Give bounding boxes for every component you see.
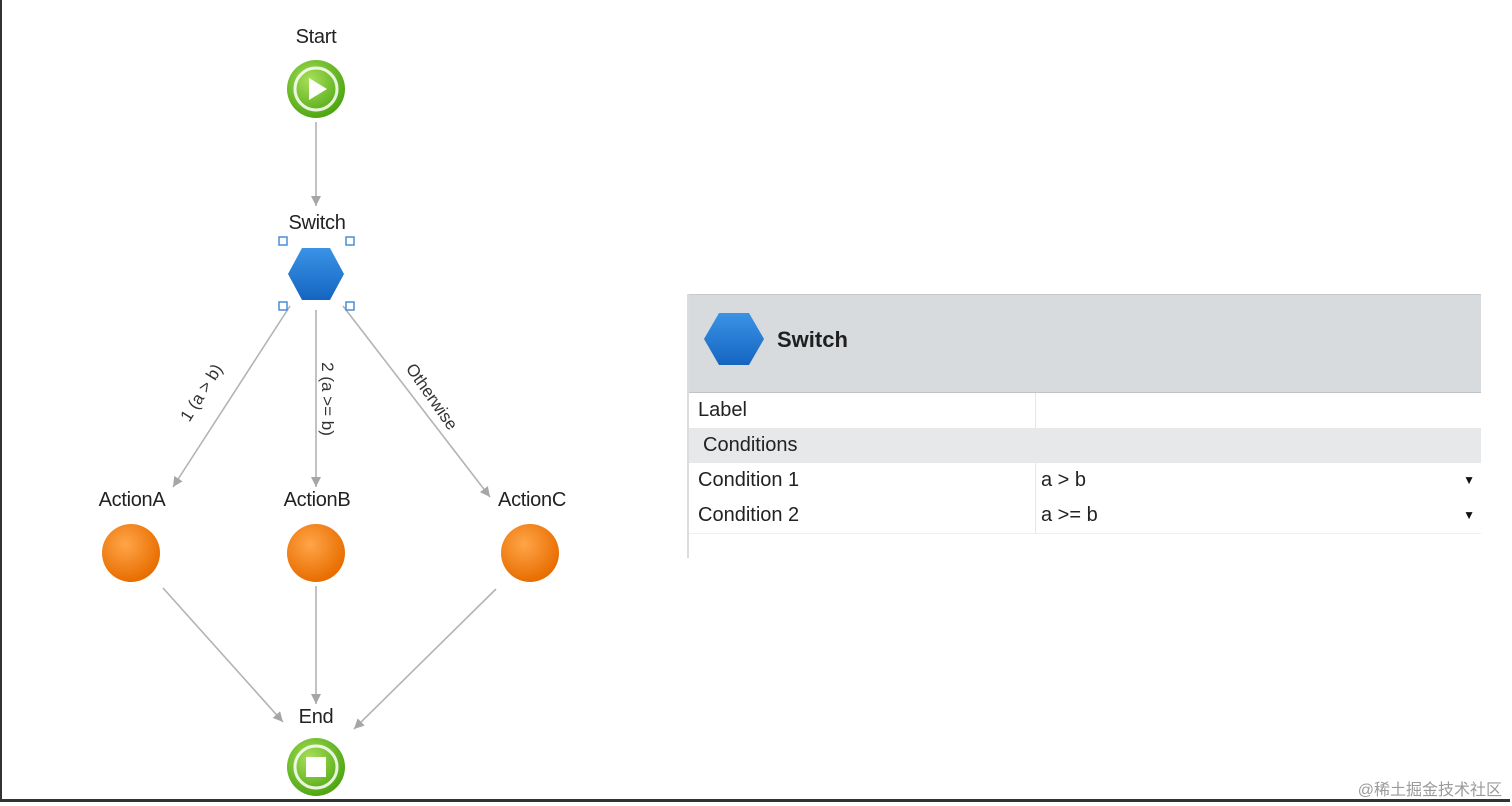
column-divider	[1035, 463, 1036, 498]
properties-header: Switch	[689, 294, 1481, 393]
selection-handle[interactable]	[278, 236, 288, 246]
condition-1-value[interactable]: a > b	[1041, 469, 1087, 491]
selection-handle[interactable]	[345, 236, 355, 246]
stop-icon	[306, 757, 326, 777]
switch-node[interactable]	[278, 236, 355, 311]
action-a-node[interactable]	[102, 524, 160, 582]
start-node[interactable]	[287, 60, 345, 118]
play-icon	[309, 78, 327, 100]
caret-down-icon[interactable]: ▼	[1463, 508, 1475, 522]
property-row-condition-1[interactable]: Condition 1 a > b ▼	[689, 463, 1481, 498]
condition-2-value[interactable]: a >= b	[1041, 504, 1098, 526]
edge-actionc-end	[353, 588, 497, 730]
edge-switch-actiona	[172, 305, 291, 488]
caret-down-icon[interactable]: ▼	[1463, 473, 1475, 487]
action-c-label: ActionC	[498, 489, 566, 511]
switch-label: Switch	[288, 212, 346, 234]
column-divider	[1035, 498, 1036, 533]
column-divider	[1035, 393, 1036, 428]
edge-switch-actionc	[342, 305, 491, 498]
branch-2-label: 2 (a >= b)	[317, 362, 337, 436]
property-key: Label	[698, 399, 747, 421]
start-label: Start	[295, 26, 337, 48]
watermark: @稀土掘金技术社区	[1357, 782, 1502, 799]
selection-handle[interactable]	[345, 301, 355, 311]
end-label: End	[298, 706, 334, 728]
selection-handle[interactable]	[278, 301, 288, 311]
end-node[interactable]	[287, 738, 345, 796]
properties-panel: Switch Label Conditions Condition 1 a > …	[687, 294, 1481, 558]
properties-title: Switch	[777, 327, 848, 352]
property-row-condition-2[interactable]: Condition 2 a >= b ▼	[689, 498, 1481, 534]
hexagon-icon	[704, 313, 764, 365]
section-title: Conditions	[703, 434, 798, 456]
property-key: Condition 2	[698, 504, 800, 526]
action-b-label: ActionB	[283, 489, 351, 511]
hexagon-icon	[288, 248, 344, 300]
action-a-label: ActionA	[98, 489, 166, 511]
edge-actiona-end	[162, 587, 284, 723]
action-b-node[interactable]	[287, 524, 345, 582]
action-c-node[interactable]	[501, 524, 559, 582]
section-conditions: Conditions	[689, 428, 1481, 463]
property-row-label[interactable]: Label	[689, 393, 1481, 428]
property-key: Condition 1	[698, 469, 800, 491]
